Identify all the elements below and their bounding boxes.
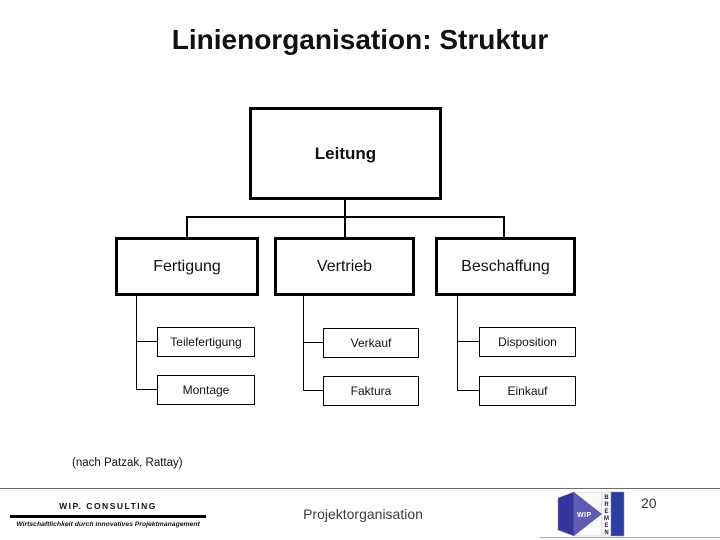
org-box-disposition: Disposition — [479, 327, 576, 357]
logo-right-bar — [610, 491, 625, 537]
connector-group3-stub1 — [457, 341, 479, 342]
connector-group2-vertical — [303, 296, 304, 391]
footer-tagline: Wirtschaftlichkeit durch innovatives Pro… — [16, 521, 200, 528]
logo-bremen-letter: R — [604, 502, 609, 508]
logo-bremen-letter: E — [604, 523, 608, 529]
logo-bremen-letter: B — [604, 495, 609, 501]
connector-drop-vertrieb — [344, 216, 346, 237]
logo-arrow-triangle — [574, 492, 602, 536]
logo-bremen-letter: N — [604, 530, 608, 536]
logo-bremen-letter: M — [604, 516, 609, 522]
footer-company-underline — [10, 515, 206, 518]
connector-group2-stub2 — [303, 390, 323, 391]
org-box-vertrieb: Vertrieb — [274, 237, 415, 296]
org-box-faktura: Faktura — [323, 376, 419, 406]
footer-bottom-line — [540, 537, 720, 538]
wip-bremen-logo: WIP B R E M E N — [557, 491, 625, 537]
footer-company-name: WIP. CONSULTING — [59, 501, 157, 511]
page-title: Linienorganisation: Struktur — [171, 24, 549, 55]
logo-left-face — [557, 491, 575, 537]
footer-section-title: Projektorganisation — [303, 506, 423, 522]
footer-separator-line — [0, 488, 720, 489]
org-box-einkauf: Einkauf — [479, 376, 576, 406]
connector-group3-vertical — [457, 296, 458, 391]
connector-group1-vertical — [136, 296, 137, 390]
connector-group2-stub1 — [303, 342, 323, 343]
source-note: (nach Patzak, Rattay) — [72, 457, 183, 469]
org-box-beschaffung: Beschaffung — [435, 237, 576, 296]
org-box-montage: Montage — [157, 375, 255, 405]
logo-wip-text: WIP — [577, 512, 592, 519]
org-box-leitung: Leitung — [249, 107, 442, 200]
page-number: 20 — [641, 495, 657, 511]
org-box-verkauf: Verkauf — [323, 328, 419, 358]
connector-drop-fertigung — [186, 216, 188, 237]
connector-root-drop — [344, 200, 346, 217]
org-box-teilefertigung: Teilefertigung — [157, 327, 255, 357]
connector-drop-beschaffung — [503, 216, 505, 237]
logo-bremen-letter: E — [604, 509, 608, 515]
org-box-fertigung: Fertigung — [115, 237, 259, 296]
connector-group3-stub2 — [457, 390, 479, 391]
connector-group1-stub2 — [136, 389, 157, 390]
connector-group1-stub1 — [136, 341, 157, 342]
